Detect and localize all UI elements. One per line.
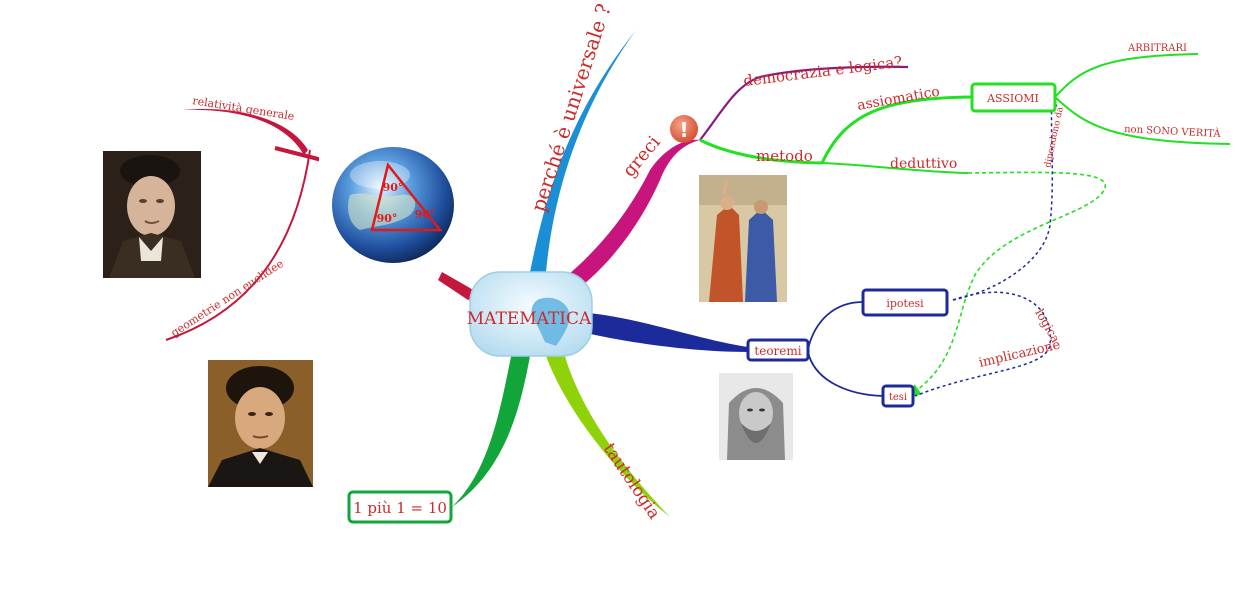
branch-tautologia (544, 345, 670, 517)
branch-metodo (699, 138, 823, 165)
branch-democrazia (699, 65, 909, 141)
central-topic[interactable]: MATEMATICA (467, 271, 593, 357)
branch-arbitrari (1054, 53, 1199, 98)
branch-non-euclidee (165, 149, 311, 341)
branch-relativita (183, 109, 308, 155)
label-metodo[interactable]: metodo (756, 147, 813, 165)
portrait-euclid-image (719, 373, 793, 460)
branch-relativita-stub (274, 146, 323, 162)
angle-label-right: 90° (415, 208, 436, 221)
lightbulb-icon (531, 297, 570, 346)
svg-text:teoremi: teoremi (754, 344, 801, 358)
spherical-triangle (370, 162, 443, 232)
portrait-plato-aristotle-image (699, 175, 787, 302)
svg-text:tesi: tesi (889, 392, 907, 403)
branch-non-verita (1054, 96, 1231, 145)
svg-text:ASSIOMI: ASSIOMI (986, 92, 1039, 105)
topic-assiomi[interactable]: ASSIOMI (970, 82, 1057, 113)
angle-label-top: 90° (383, 181, 404, 194)
label-deduttivo[interactable]: deduttivo (890, 156, 957, 172)
branch-ipotesi (807, 301, 864, 350)
label-non-verita[interactable]: non SONO VERITÀ (1124, 123, 1222, 140)
branch-deduttivo (821, 162, 969, 174)
branch-teoremi (586, 313, 748, 352)
label-tautologia[interactable]: tautologia (599, 440, 664, 523)
label-relativita[interactable]: relatività generale (192, 94, 296, 123)
portrait-gauss-image (103, 151, 201, 278)
label-democrazia[interactable]: democrazia e logica? (742, 53, 903, 90)
branch-assiomatico (820, 95, 973, 164)
topic-tesi[interactable]: tesi (881, 384, 915, 408)
portrait-lobachevsky-image (208, 360, 313, 487)
svg-text:ipotesi: ipotesi (886, 297, 924, 310)
label-arbitrari[interactable]: ARBITRARI (1127, 43, 1187, 54)
branch-globe (438, 272, 480, 300)
angle-label-left: 90° (377, 212, 398, 225)
branch-uno-piu-uno (452, 352, 530, 507)
branch-universale (530, 30, 636, 272)
central-label: MATEMATICA (467, 309, 592, 329)
svg-text:1 più 1 = 10: 1 più 1 = 10 (353, 499, 447, 517)
svg-text:!: ! (679, 118, 688, 142)
link-ipotesi-tesi (914, 291, 1052, 397)
globe-image: 90° 90° 90° (319, 142, 468, 270)
topic-uno-piu-uno[interactable]: 1 più 1 = 10 (347, 490, 453, 524)
topic-teoremi[interactable]: teoremi (746, 338, 810, 362)
warning-icon: ! (670, 115, 698, 143)
link-deduttivo-tesi (907, 171, 1106, 397)
branch-greci (556, 139, 700, 292)
branch-tesi (807, 351, 884, 397)
label-universale[interactable]: perché è universale ? (526, 1, 616, 215)
link-ipotesi-assiomi (952, 94, 1058, 301)
label-assiomatico[interactable]: assiomatico (856, 84, 941, 114)
label-dipendono[interactable]: dipendono da (1043, 105, 1066, 168)
label-logica[interactable]: logica (1032, 307, 1062, 346)
topic-ipotesi[interactable]: ipotesi (861, 288, 949, 317)
